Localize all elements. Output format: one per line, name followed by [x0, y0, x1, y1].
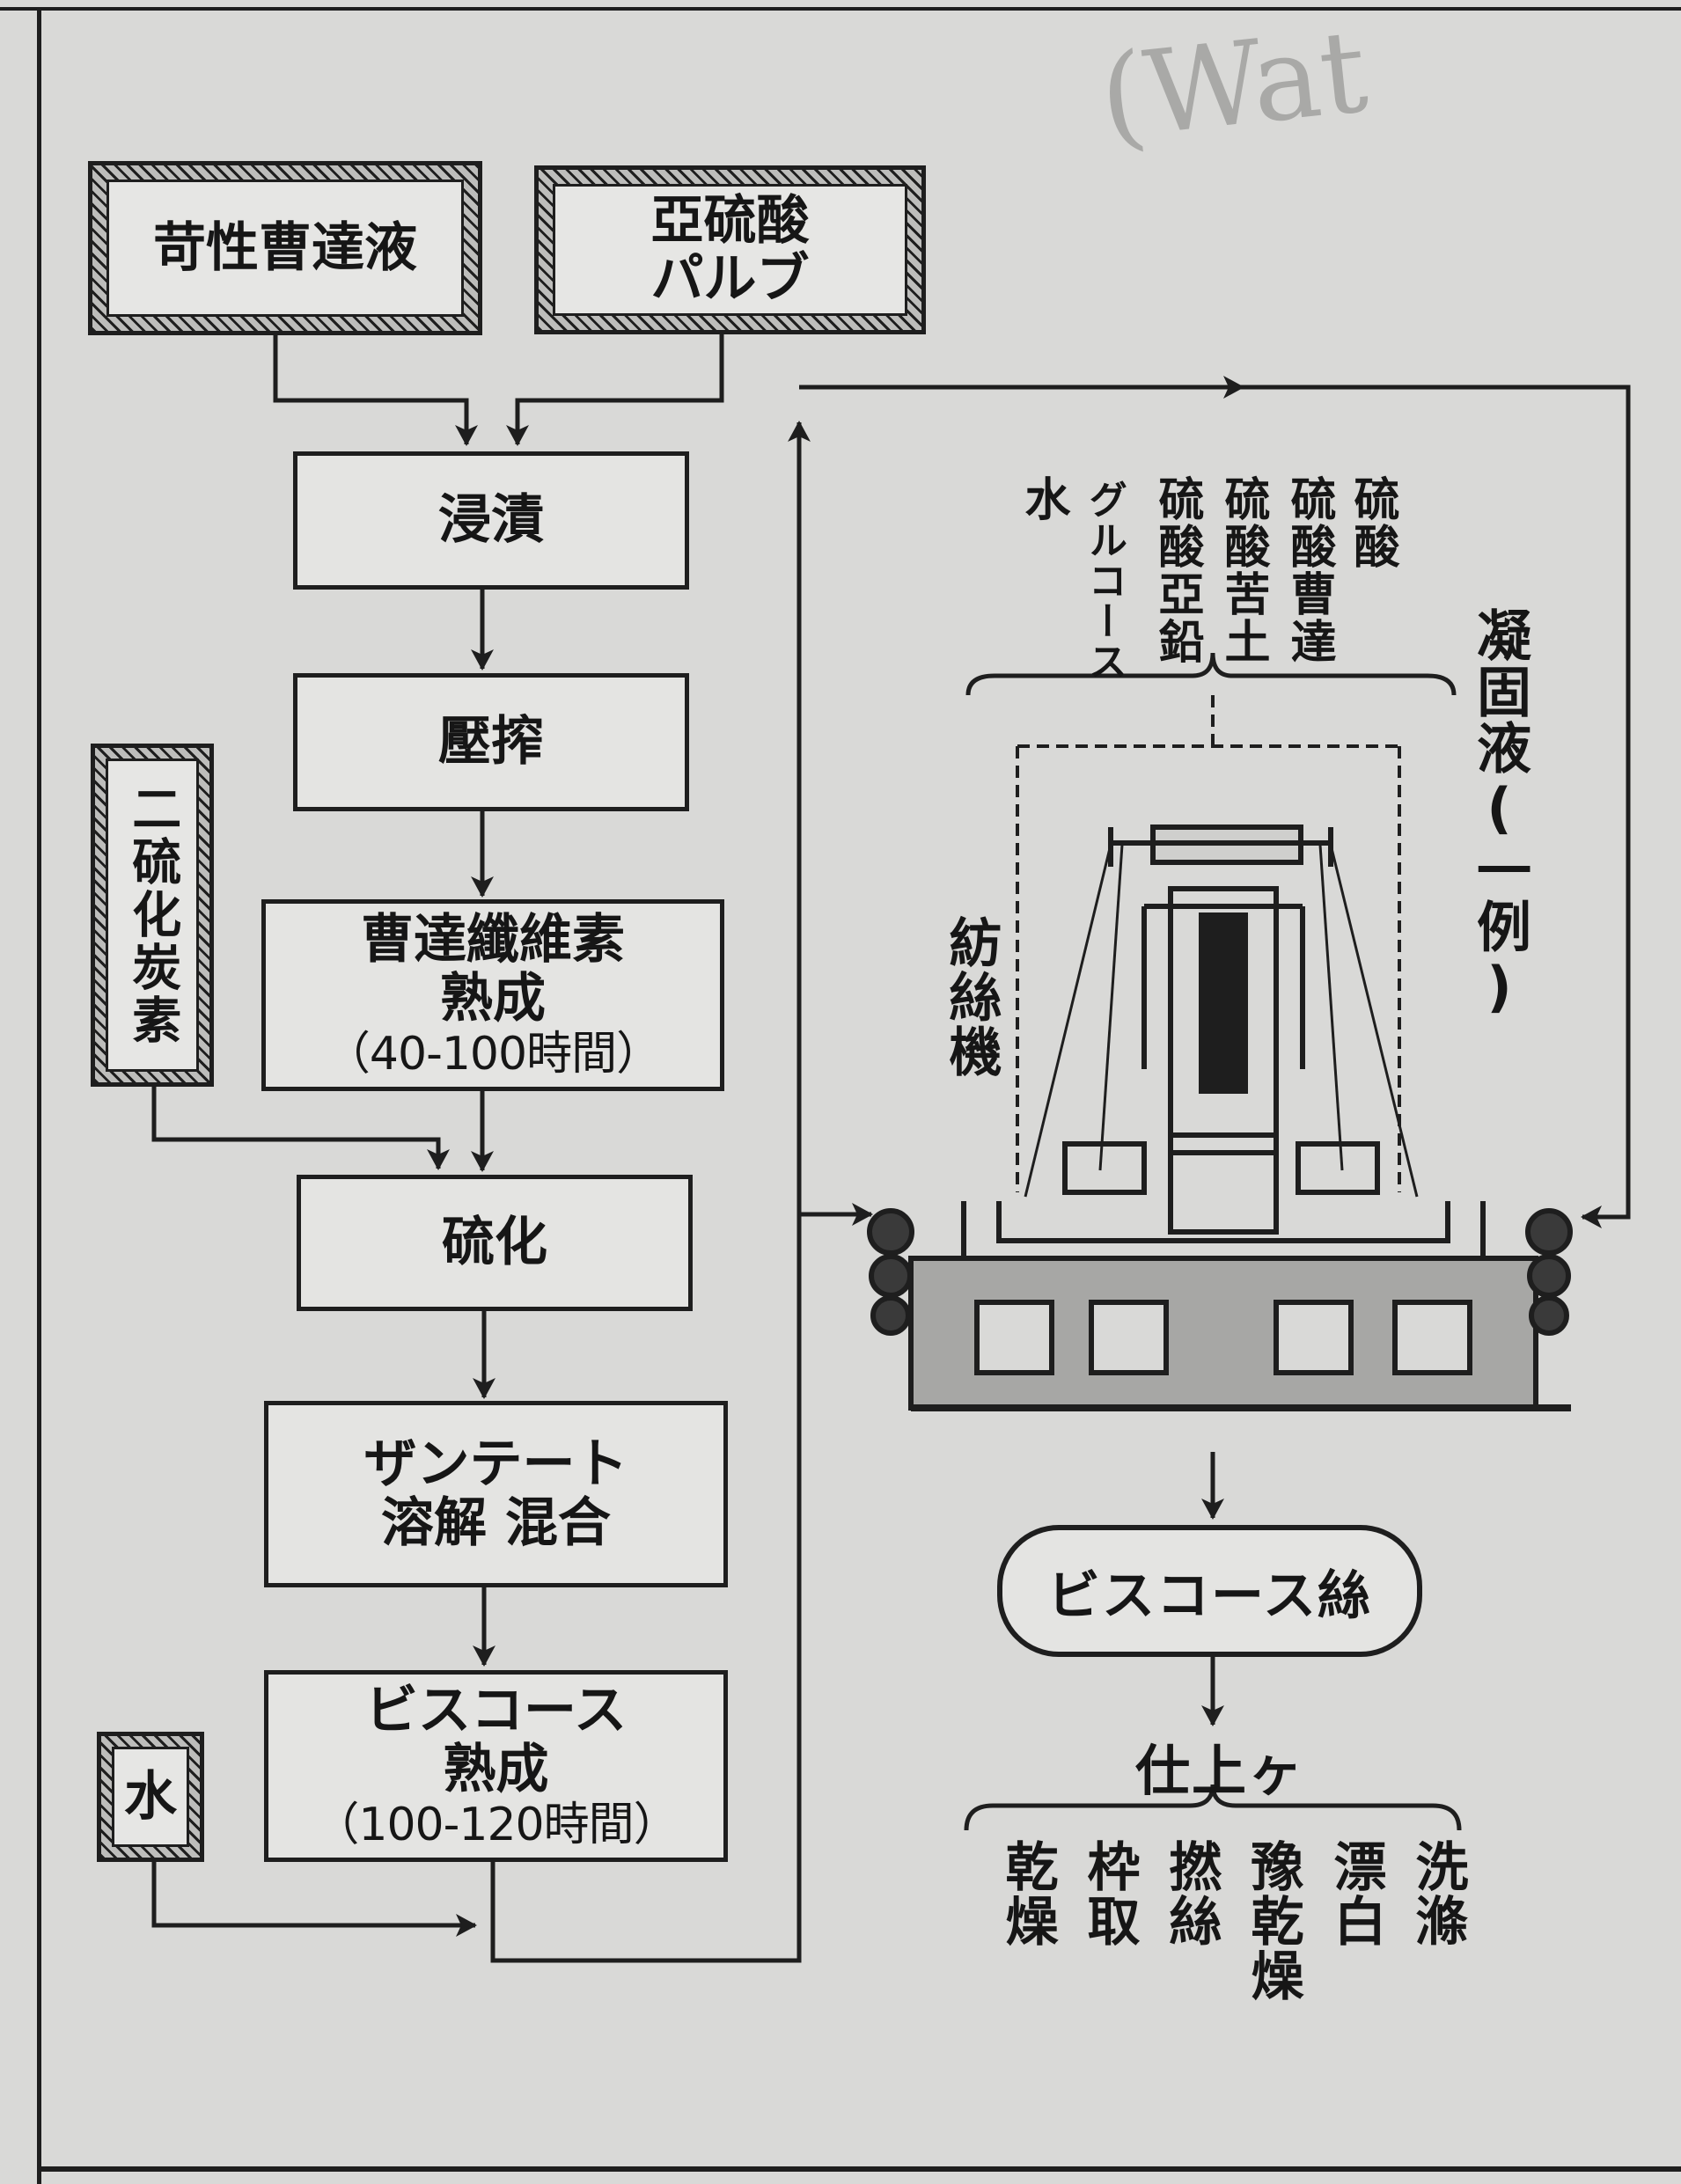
step-pressing: 壓搾	[293, 673, 689, 811]
sulfite-pulp-input: 亞硫酸 パルブ	[534, 165, 926, 334]
step-viscose-ripening: ビスコース 熟成 （100-120時間）	[264, 1670, 728, 1862]
sulfite-pulp-label-line1: 亞硫酸	[650, 190, 810, 252]
bath-component-4: 硫酸亞鉛	[1150, 475, 1203, 665]
viscose-label: ビスコース	[365, 1679, 627, 1741]
finishing-step-6: 乾燥	[996, 1839, 1058, 1948]
bath-component-5: グルコース	[1082, 480, 1127, 682]
step-pressing-label: 壓搾	[438, 710, 544, 773]
water-input-label: 水	[124, 1766, 177, 1828]
coagulating-bath-label: 凝固液(一例)	[1467, 607, 1531, 1021]
finishing-step-4: 撚絲	[1160, 1839, 1222, 1948]
alkali-cellulose-label: 曹達纖維素	[361, 908, 625, 971]
xanthate-label: ザンテート	[363, 1433, 628, 1495]
bath-component-3: 硫酸苦土	[1216, 475, 1269, 665]
dissolving-mixing-label: 溶解 混合	[381, 1492, 611, 1554]
caustic-soda-label: 苛性曹達液	[153, 217, 417, 279]
bath-component-2: 硫酸曹達	[1282, 475, 1335, 665]
bath-component-1: 硫酸	[1346, 475, 1398, 570]
alkali-cellulose-duration: （40-100時間）	[324, 1028, 662, 1081]
spinning-machine-illustration	[867, 824, 1573, 1411]
step-sulfurization: 硫化	[297, 1175, 693, 1311]
carbon-disulfide-input: 二硫化炭素	[91, 744, 214, 1087]
frame-left	[37, 7, 41, 2184]
caustic-soda-input: 苛性曹達液	[88, 161, 482, 335]
water-input: 水	[97, 1732, 204, 1862]
step-xanthate-dissolving: ザンテート 溶解 混合	[264, 1401, 728, 1587]
spinning-machine-label: 紡絲機	[940, 915, 1002, 1079]
finishing-title: 仕上ヶ	[1135, 1739, 1305, 1803]
viscose-ripening-duration: （100-120時間）	[313, 1799, 679, 1852]
step-steeping: 浸漬	[293, 451, 689, 590]
alkali-cellulose-ripening-label: 熟成	[440, 967, 546, 1030]
bath-component-6: 水	[1017, 475, 1069, 523]
sulfite-pulp-label-line2: パルブ	[650, 248, 810, 310]
finishing-step-1: 洗滌	[1406, 1839, 1468, 1948]
finishing-step-5: 枠取	[1078, 1839, 1140, 1948]
frame-top	[0, 7, 1681, 11]
finishing-step-3: 豫乾燥	[1242, 1839, 1303, 2003]
carbon-disulfide-label: 二硫化炭素	[123, 783, 181, 1047]
frame-bottom	[37, 2166, 1681, 2172]
step-alkali-cellulose-ripening: 曹達纖維素 熟成 （40-100時間）	[261, 899, 724, 1091]
step-sulfurization-label: 硫化	[442, 1211, 547, 1273]
step-steeping-label: 浸漬	[438, 488, 544, 551]
viscose-ripening-label: 熟成	[443, 1738, 549, 1800]
viscose-yarn-label: ビスコース絲	[1047, 1565, 1372, 1627]
finishing-step-2: 漂白	[1325, 1839, 1386, 1948]
viscose-yarn-product: ビスコース絲	[997, 1525, 1422, 1657]
